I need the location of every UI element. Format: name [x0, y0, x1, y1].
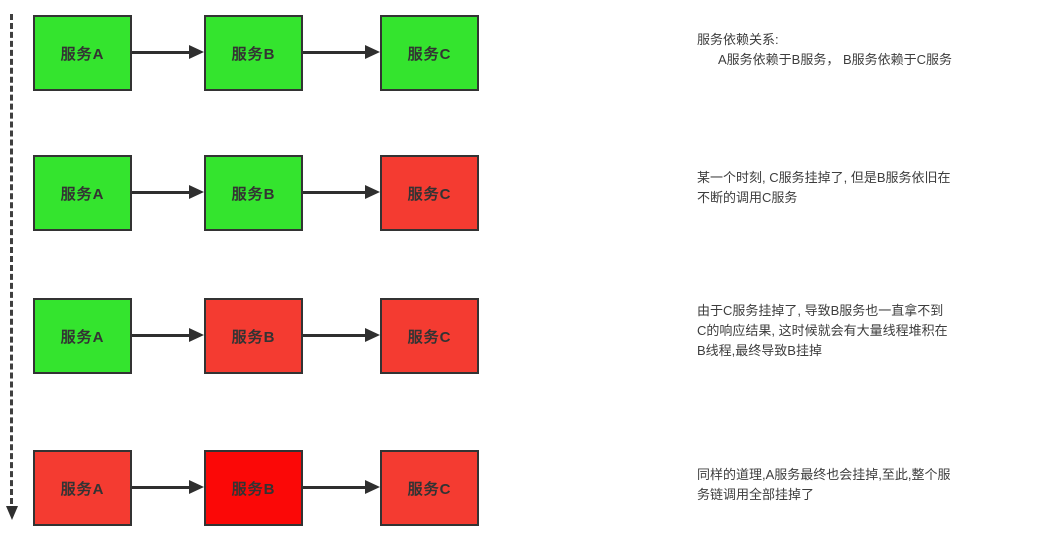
- service-a-box: 服务A: [33, 298, 132, 374]
- arrow-b-to-c-icon: [303, 328, 380, 342]
- note-row-2: 某一个时刻, C服务挂掉了, 但是B服务依旧在 不断的调用C服务: [697, 168, 1047, 208]
- service-c-box: 服务C: [380, 298, 479, 374]
- time-axis-arrowhead-icon: [6, 506, 18, 520]
- diagram-row-4: 服务A 服务B 服务C: [0, 450, 1051, 526]
- note-line: 服务依赖关系:: [697, 32, 779, 47]
- arrow-b-to-c-icon: [303, 185, 380, 199]
- note-line: 同样的道理,A服务最终也会挂掉,至此,整个服: [697, 467, 951, 482]
- note-line: C的响应结果, 这时候就会有大量线程堆积在: [697, 323, 948, 338]
- note-line: 务链调用全部挂掉了: [697, 487, 815, 502]
- service-a-box: 服务A: [33, 450, 132, 526]
- arrow-a-to-b-icon: [132, 328, 204, 342]
- service-b-box: 服务B: [204, 298, 303, 374]
- diagram-row-3: 服务A 服务B 服务C: [0, 298, 1051, 374]
- diagram-row-2: 服务A 服务B 服务C: [0, 155, 1051, 231]
- service-b-box: 服务B: [204, 155, 303, 231]
- note-line: 某一个时刻, C服务挂掉了, 但是B服务依旧在: [697, 170, 951, 185]
- note-line: 由于C服务挂掉了, 导致B服务也一直拿不到: [697, 303, 944, 318]
- service-a-box: 服务A: [33, 15, 132, 91]
- diagram-row-1: 服务A 服务B 服务C: [0, 15, 1051, 91]
- note-row-3: 由于C服务挂掉了, 导致B服务也一直拿不到 C的响应结果, 这时候就会有大量线程…: [697, 301, 1047, 361]
- arrow-a-to-b-icon: [132, 185, 204, 199]
- arrow-a-to-b-icon: [132, 480, 204, 494]
- service-c-box: 服务C: [380, 155, 479, 231]
- service-a-box: 服务A: [33, 155, 132, 231]
- service-b-box: 服务B: [204, 15, 303, 91]
- arrow-b-to-c-icon: [303, 45, 380, 59]
- service-b-box: 服务B: [204, 450, 303, 526]
- note-line: B线程,最终导致B挂掉: [697, 343, 822, 358]
- note-line: A服务依赖于B服务， B服务依赖于C服务: [718, 52, 953, 67]
- service-c-box: 服务C: [380, 450, 479, 526]
- service-c-box: 服务C: [380, 15, 479, 91]
- note-row-4: 同样的道理,A服务最终也会挂掉,至此,整个服 务链调用全部挂掉了: [697, 465, 1047, 505]
- arrow-a-to-b-icon: [132, 45, 204, 59]
- note-row-1: 服务依赖关系: A服务依赖于B服务， B服务依赖于C服务: [697, 30, 1047, 70]
- note-line: 不断的调用C服务: [697, 190, 798, 205]
- time-axis-dashed-line: [10, 14, 13, 504]
- arrow-b-to-c-icon: [303, 480, 380, 494]
